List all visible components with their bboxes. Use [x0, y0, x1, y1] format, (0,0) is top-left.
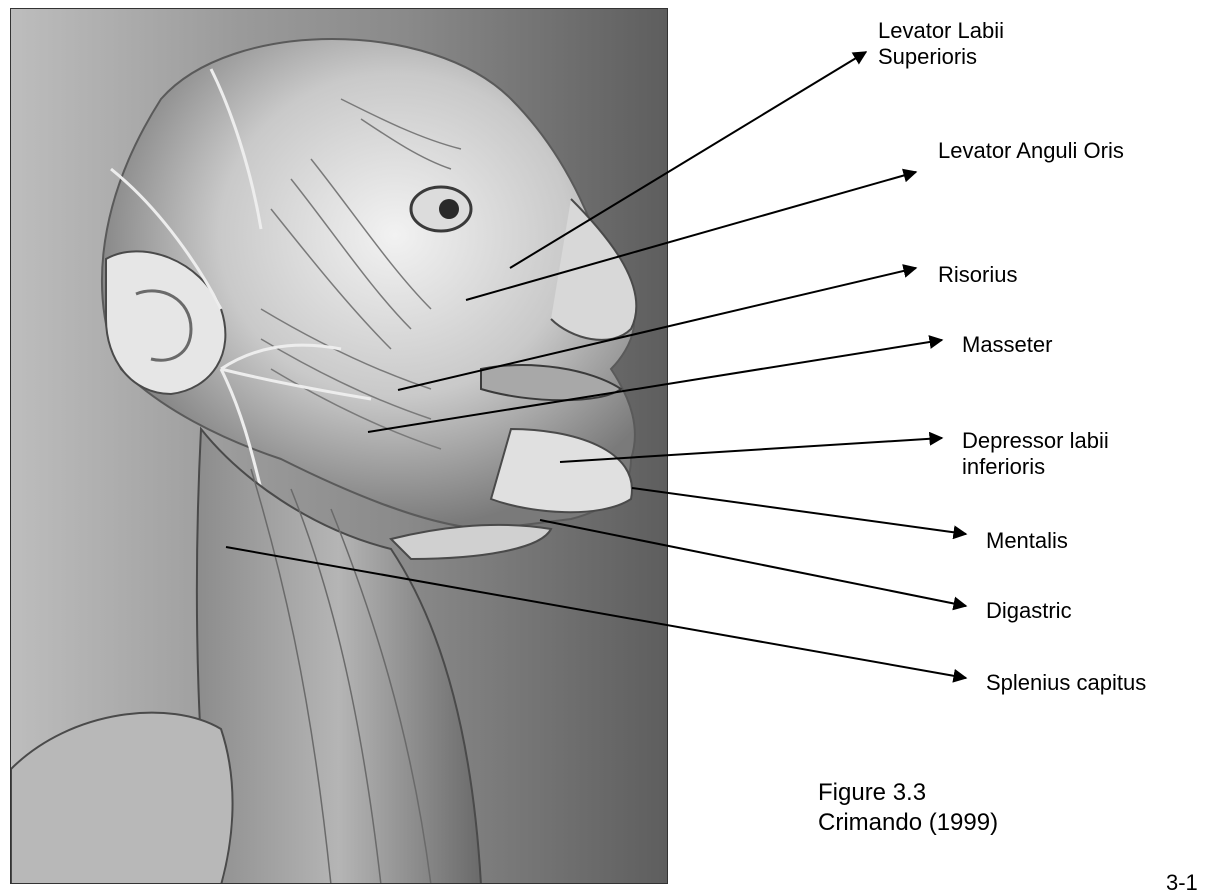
figure-source: Crimando (1999) [818, 808, 998, 838]
label-risorius: Risorius [938, 262, 1017, 288]
label-depressor-labii-inferioris: Depressor labii inferioris [962, 428, 1109, 480]
shoulder-shape [11, 713, 233, 884]
page-number: 3-1 [1166, 870, 1198, 896]
leader-arrow-mentalis [632, 488, 966, 534]
hyoid-region [391, 525, 551, 559]
label-mentalis: Mentalis [986, 528, 1068, 554]
figure-number: Figure 3.3 [818, 778, 926, 808]
anatomy-illustration [11, 9, 668, 884]
pupil-shape [439, 199, 459, 219]
label-digastric: Digastric [986, 598, 1072, 624]
label-levator-labii-superioris: Levator Labii Superioris [878, 18, 1004, 70]
label-levator-anguli-oris: Levator Anguli Oris [938, 138, 1124, 164]
label-splenius-capitus: Splenius capitus [986, 670, 1146, 696]
label-masseter: Masseter [962, 332, 1052, 358]
anatomy-photo [10, 8, 668, 884]
